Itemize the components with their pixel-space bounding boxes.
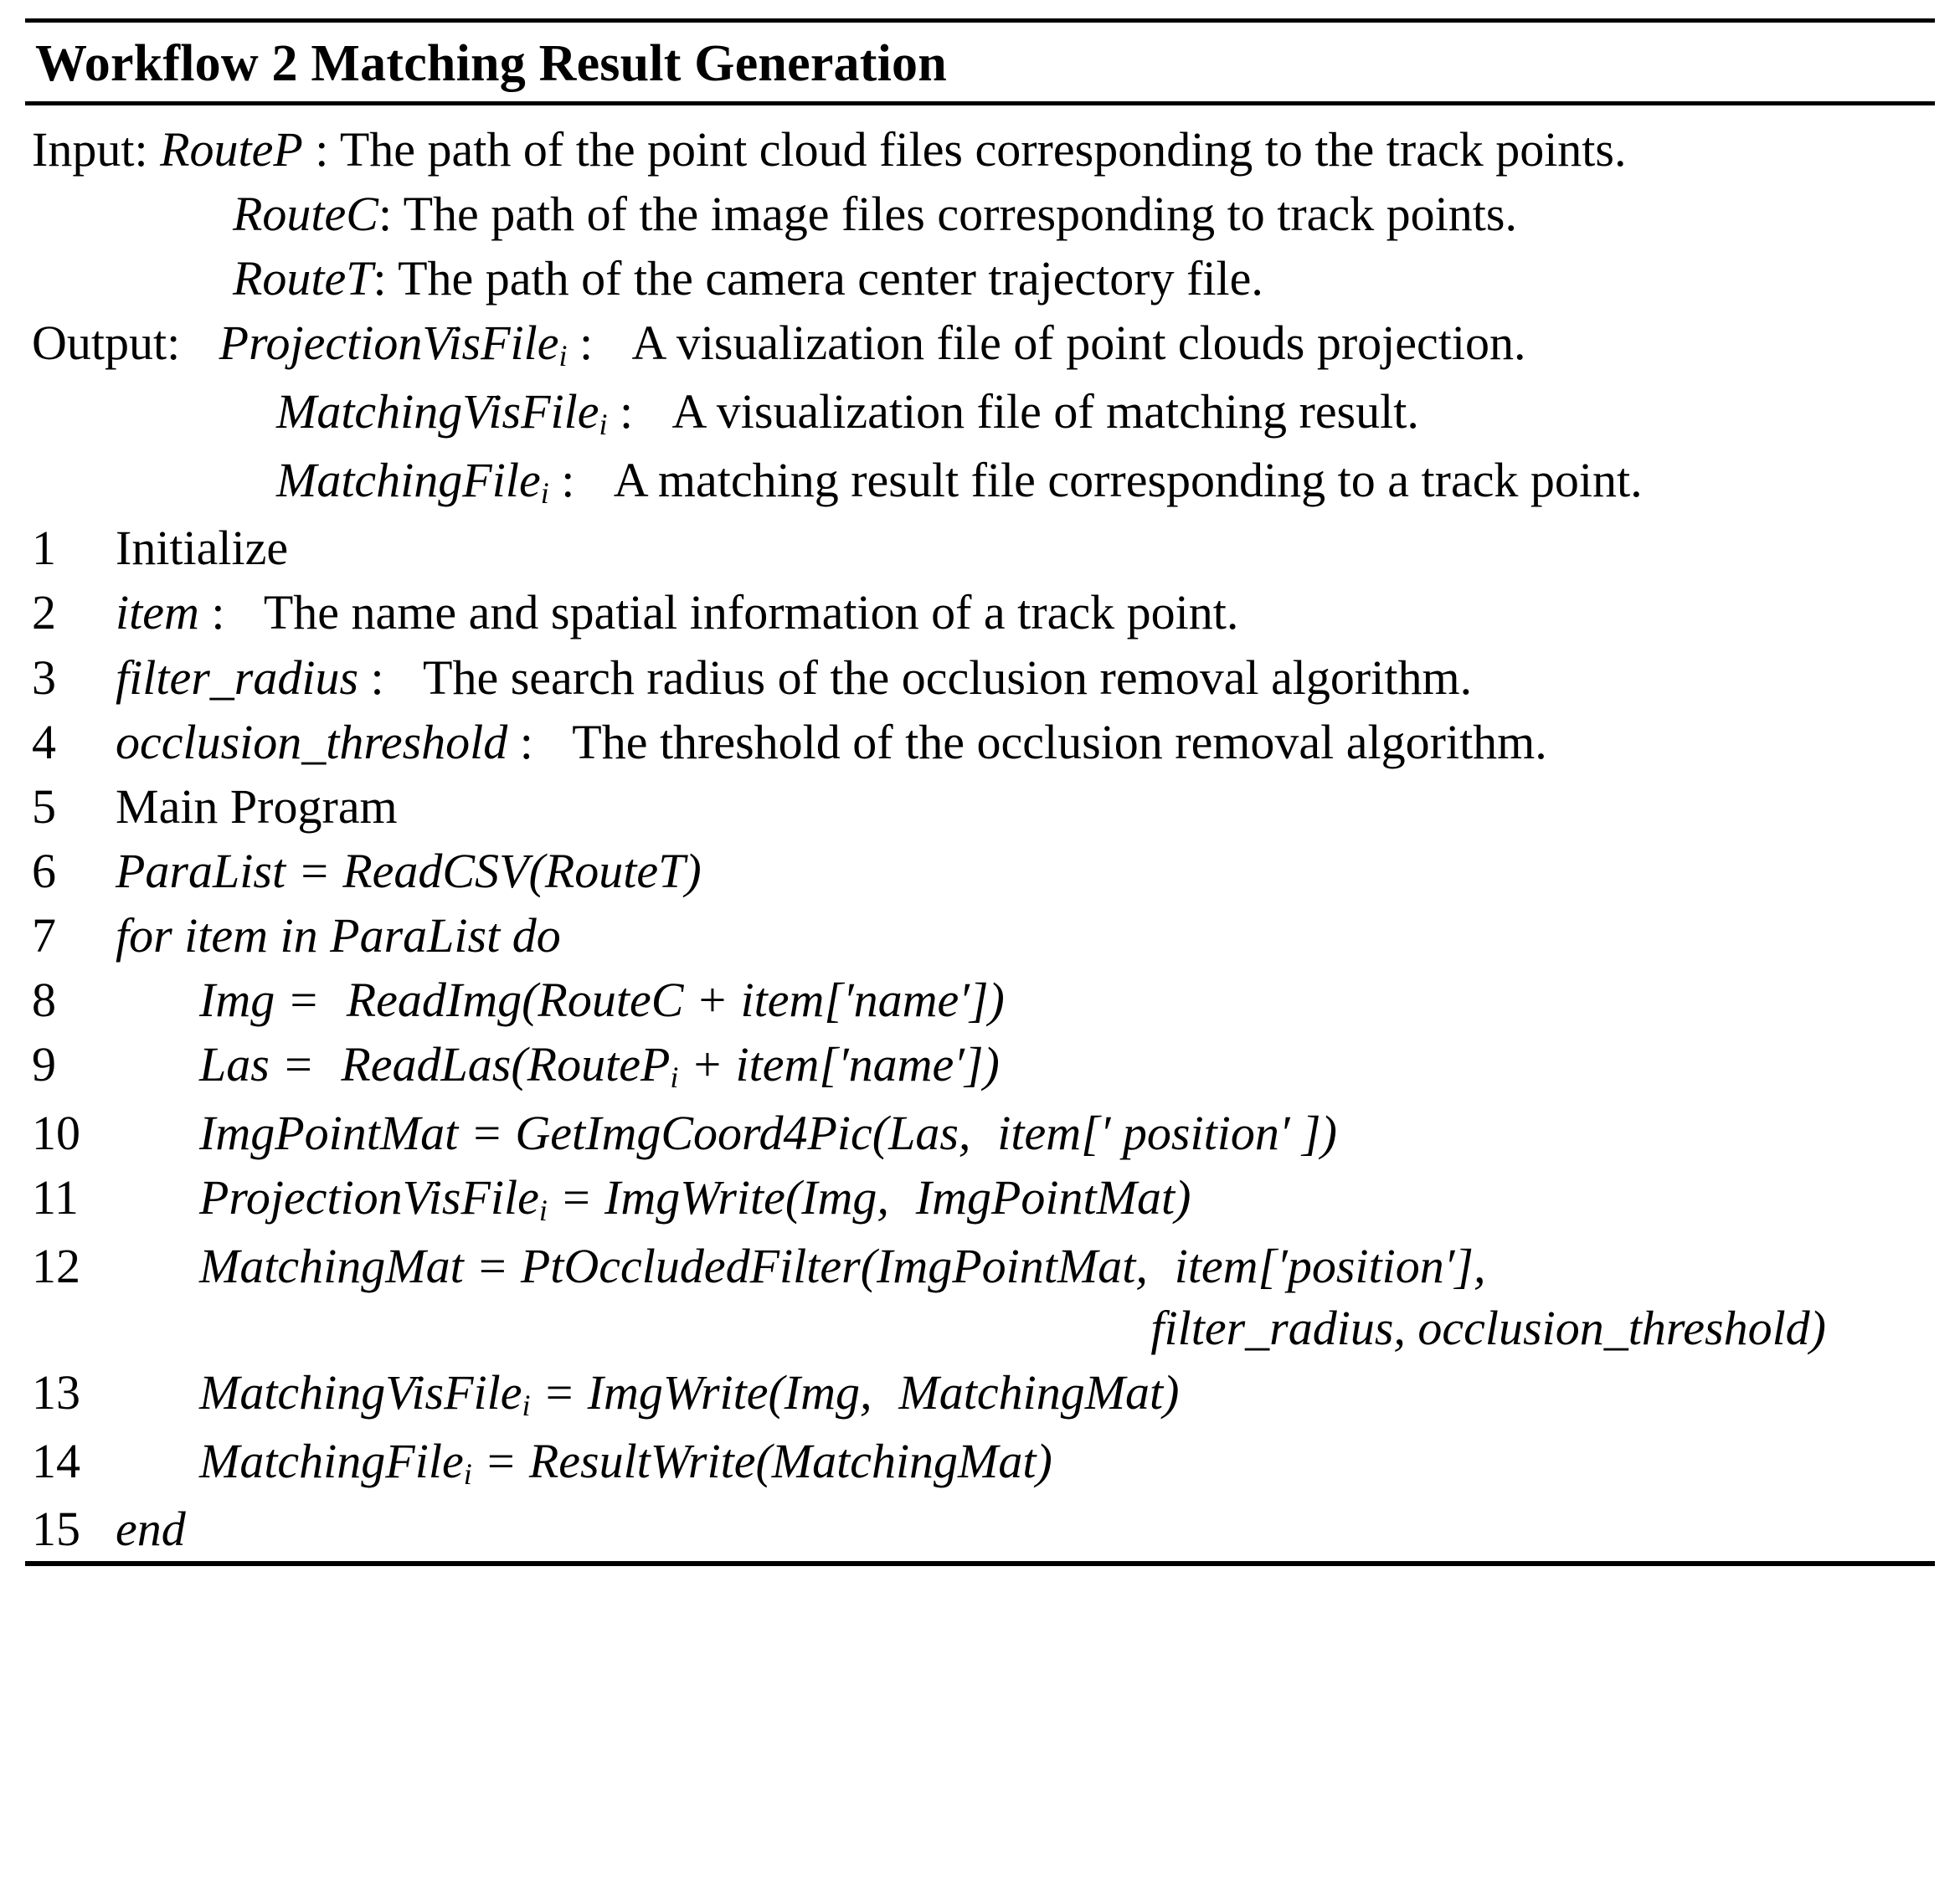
step-number-10: 10 <box>32 1106 80 1161</box>
algorithm-title: Workflow 2 Matching Result Generation <box>35 35 947 92</box>
step-text-3: filter_radius : The search radius of the… <box>116 650 1473 705</box>
step-row-12: 12 MatchingMat = PtOccludedFilter(ImgPoi… <box>25 1234 1935 1298</box>
output-symbol-projectionvisfile: ProjectionVisFile <box>219 316 559 371</box>
step-number-12: 12 <box>32 1238 80 1293</box>
output-symbol-matchingvisfile: MatchingVisFile <box>276 384 599 439</box>
step-number-15: 15 <box>32 1502 80 1557</box>
step-row-11: 11 ProjectionVisFilei = ImgWrite(Img, Im… <box>25 1165 1935 1234</box>
step-text-13: MatchingVisFilei = ImgWrite(Img, Matchin… <box>199 1365 1180 1422</box>
step-text-10: ImgPointMat = GetImgCoord4Pic(Las, item[… <box>199 1106 1337 1161</box>
step-text-7: for item in ParaList do <box>116 908 561 963</box>
output-desc-matchingfile: A matching result file corresponding to … <box>613 452 1643 507</box>
output-desc-matchingvisfile: A visualization file of matching result. <box>671 384 1419 439</box>
output-line-projectionvisfile: Output: ProjectionVisFilei : A visualiza… <box>32 316 1526 373</box>
input-desc-routet: The path of the camera center trajectory… <box>398 251 1263 306</box>
step-row-15: 15 end <box>25 1497 1935 1561</box>
algorithm-body: Input: RouteP : The path of the point cl… <box>25 105 1935 1561</box>
step-text-14: MatchingFilei = ResultWrite(MatchingMat) <box>199 1433 1052 1491</box>
step-text-5: Main Program <box>116 778 398 834</box>
input-line-routep: Input: RouteP : The path of the point cl… <box>32 122 1627 177</box>
top-rule <box>25 18 1935 23</box>
step-row-13: 13 MatchingVisFilei = ImgWrite(Img, Matc… <box>25 1360 1935 1429</box>
output-symbol-matchingfile: MatchingFile <box>276 452 541 507</box>
output-label: Output <box>32 316 167 371</box>
step-row-9: 9 Las = ReadLas(RoutePi + item[′name′]) <box>25 1032 1935 1101</box>
output-subscript-projectionvisfile: i <box>558 339 568 373</box>
algorithm-block: Workflow 2 Matching Result Generation In… <box>0 18 1960 1885</box>
step-row-5: 5 Main Program <box>25 774 1935 839</box>
output-line-matchingfile: MatchingFilei : A matching result file c… <box>276 452 1643 510</box>
input-line-routet: RouteT: The path of the camera center tr… <box>233 251 1263 306</box>
title-rule <box>25 101 1935 105</box>
step-number-4: 4 <box>32 714 56 769</box>
input-symbol-routep: RouteP <box>160 122 303 177</box>
step-text-12: MatchingMat = PtOccludedFilter(ImgPointM… <box>199 1238 1486 1293</box>
step-row-14: 14 MatchingFilei = ResultWrite(MatchingM… <box>25 1429 1935 1497</box>
step-text-6: ParaList = ReadCSV(RouteT) <box>116 843 702 898</box>
step-number-13: 13 <box>32 1365 80 1420</box>
input-symbol-routet: RouteT <box>233 251 373 306</box>
step-number-5: 5 <box>32 778 56 834</box>
step-row-1: 1 Initialize <box>25 516 1935 580</box>
step-number-8: 8 <box>32 973 56 1028</box>
input-label: Input <box>32 122 135 177</box>
step-number-1: 1 <box>32 521 56 576</box>
step-number-7: 7 <box>32 908 56 963</box>
step-text-8: Img = ReadImg(RouteC + item[′name′]) <box>199 973 1005 1028</box>
output-desc-projectionvisfile: A visualization file of point clouds pro… <box>631 316 1526 371</box>
input-line-routec: RouteC: The path of the image files corr… <box>233 187 1517 242</box>
step-number-3: 3 <box>32 650 56 705</box>
step-text-1: Initialize <box>116 521 289 576</box>
bottom-rule <box>25 1561 1935 1567</box>
step-row-2: 2 item : The name and spatial informatio… <box>25 580 1935 645</box>
input-symbol-routec: RouteC <box>233 187 378 242</box>
step-number-6: 6 <box>32 843 56 898</box>
step-row-10: 10 ImgPointMat = GetImgCoord4Pic(Las, it… <box>25 1101 1935 1165</box>
step-row-6: 6 ParaList = ReadCSV(RouteT) <box>25 839 1935 903</box>
step-text-15: end <box>116 1502 186 1557</box>
input-desc-routep: The path of the point cloud files corres… <box>339 122 1627 177</box>
step-number-9: 9 <box>32 1037 56 1092</box>
step-row-8: 8 Img = ReadImg(RouteC + item[′name′]) <box>25 968 1935 1032</box>
step-text-12-continuation: filter_radius, occlusion_threshold) <box>1150 1300 1826 1355</box>
input-desc-routec: The path of the image files correspondin… <box>403 187 1517 242</box>
step-text-11: ProjectionVisFilei = ImgWrite(Img, ImgPo… <box>199 1170 1191 1228</box>
output-line-matchingvisfile: MatchingVisFilei : A visualization file … <box>276 384 1419 441</box>
step-number-2: 2 <box>32 585 56 640</box>
step-text-9: Las = ReadLas(RoutePi + item[′name′]) <box>199 1037 1000 1095</box>
step-row-7: 7 for item in ParaList do <box>25 903 1935 968</box>
step-row-3: 3 filter_radius : The search radius of t… <box>25 645 1935 710</box>
step-row-4: 4 occlusion_threshold : The threshold of… <box>25 710 1935 774</box>
step-text-2: item : The name and spatial information … <box>116 585 1239 640</box>
step-number-14: 14 <box>32 1433 80 1488</box>
output-subscript-matchingfile: i <box>540 475 549 510</box>
output-subscript-matchingvisfile: i <box>599 407 608 441</box>
step-text-4: occlusion_threshold : The threshold of t… <box>116 714 1547 769</box>
step-number-11: 11 <box>32 1170 79 1225</box>
step-row-12-continuation: filter_radius, occlusion_threshold) <box>25 1298 1935 1360</box>
